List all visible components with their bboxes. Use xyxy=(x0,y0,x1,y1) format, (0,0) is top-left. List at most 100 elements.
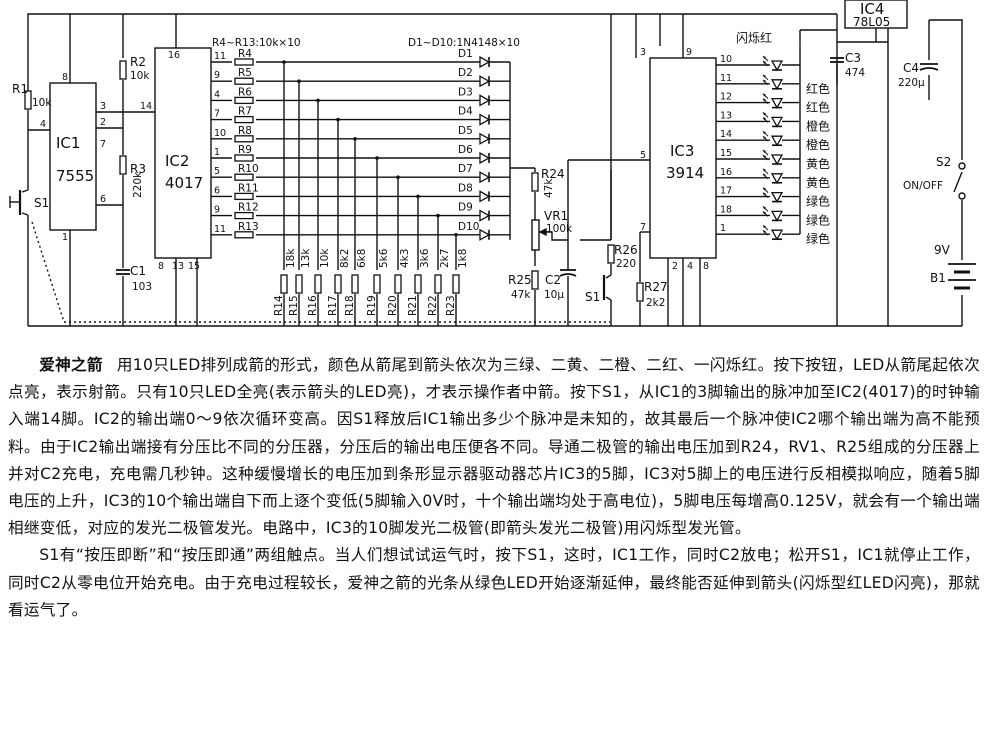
ic2-pin-label: 8 xyxy=(158,261,164,272)
label-r10: R10 xyxy=(238,163,259,175)
label-flash-red: 闪烁红 xyxy=(736,30,772,45)
label-r11: R11 xyxy=(238,182,259,194)
label-s2-state: ON/OFF xyxy=(903,180,943,192)
label-r14: R14 xyxy=(273,295,285,316)
diode-d4 xyxy=(479,113,490,126)
resistor-r17 xyxy=(334,274,342,294)
led xyxy=(762,74,783,90)
led-color-label: 橙色 xyxy=(806,137,830,152)
diode-d7 xyxy=(479,171,490,183)
resistor-r21 xyxy=(414,274,422,294)
label-r24: R24 xyxy=(541,167,565,181)
led-color-label: 绿色 xyxy=(806,212,830,227)
resistor-r22 xyxy=(434,274,442,294)
ic2-pin-label: 6 xyxy=(214,185,220,196)
ic3-pin-label: 9 xyxy=(686,47,692,58)
resistor-r20 xyxy=(394,274,402,294)
label-r27-value: 2k2 xyxy=(646,297,665,309)
led xyxy=(762,224,783,240)
led xyxy=(762,130,783,146)
label-r1: R1 xyxy=(12,82,28,96)
label-r3-value: 220k xyxy=(132,171,144,198)
resistor-r16 xyxy=(314,274,322,294)
label-r26: R26 xyxy=(614,243,638,257)
label-r20-value: 4k3 xyxy=(399,249,411,268)
led-color-label: 绿色 xyxy=(806,194,830,209)
label-d2: D2 xyxy=(458,67,473,79)
label-c3: C3 xyxy=(845,51,861,65)
ic1-pin-label: 4 xyxy=(40,119,46,130)
label-r19: R19 xyxy=(366,295,378,316)
description-text-1: 用10只LED排列成箭的形式，颜色从箭尾到箭头依次为三绿、二黄、二橙、二红、一闪… xyxy=(8,356,980,538)
power-section xyxy=(829,0,976,290)
resistor-r14 xyxy=(280,274,288,294)
description-title: 爱神之箭 xyxy=(39,356,103,374)
ic2-pin-label: 9 xyxy=(214,205,220,216)
label-ic1-part: 7555 xyxy=(56,167,94,185)
led-color-label: 黄色 xyxy=(806,157,830,171)
diode-d5 xyxy=(479,133,490,145)
ic3-pin-label: 15 xyxy=(720,148,732,159)
label-r19-value: 5k6 xyxy=(378,248,390,268)
ic2-pin-label: 14 xyxy=(140,101,152,112)
label-vr1: VR1 xyxy=(544,209,568,223)
diode-d3 xyxy=(479,94,490,107)
ic2-section xyxy=(154,47,212,259)
label-r4-r13-spec: R4~R13:10k×10 xyxy=(212,37,301,49)
diode-d8 xyxy=(479,190,490,203)
label-c1-value: 103 xyxy=(132,281,152,293)
label-s1-contact: S1 xyxy=(585,290,600,304)
led xyxy=(762,111,783,128)
label-c2-value: 10μ xyxy=(544,289,564,301)
label-r24-value: 47k xyxy=(543,178,555,198)
power-rails xyxy=(27,13,963,327)
label-r20: R20 xyxy=(387,295,399,316)
ic3-pin-label: 1 xyxy=(720,223,726,234)
label-r8: R8 xyxy=(238,125,252,137)
label-r18-value: 6k8 xyxy=(356,249,368,268)
ic2-pin-label: 16 xyxy=(168,50,180,61)
ic1-section xyxy=(9,60,610,323)
label-r25-value: 47k xyxy=(511,289,531,301)
led xyxy=(762,92,783,109)
ic1-pin-label: 6 xyxy=(100,194,106,205)
label-ic4-part: 78L05 xyxy=(853,15,890,29)
junction-dot xyxy=(336,117,340,122)
label-c4: C4 xyxy=(903,61,919,75)
ic1-pin-label: 7 xyxy=(100,139,106,150)
label-c1: C1 xyxy=(130,264,146,278)
resistor-r15 xyxy=(295,274,303,294)
ic2-pin-label: 5 xyxy=(214,166,220,177)
label-b1-value: 9V xyxy=(934,243,951,257)
ic2-pin-label: 10 xyxy=(214,128,226,139)
label-r1-value: 10k xyxy=(32,97,52,109)
label-r22-value: 2k7 xyxy=(439,249,451,268)
label-c4-value: 220μ xyxy=(898,77,925,89)
label-d4: D4 xyxy=(458,106,473,118)
led-color-label: 黄色 xyxy=(806,176,830,190)
label-vr1-value: 100k xyxy=(546,223,573,235)
label-ic3: IC3 xyxy=(670,142,694,160)
label-r12: R12 xyxy=(238,202,259,214)
label-d5: D5 xyxy=(458,125,473,137)
label-d10: D10 xyxy=(458,221,479,233)
label-r21: R21 xyxy=(407,295,419,316)
label-r16-value: 10k xyxy=(319,248,331,268)
ic3-pin-label: 12 xyxy=(720,92,732,103)
led-color-label: 绿色 xyxy=(806,231,830,246)
ic2-pin-label: 11 xyxy=(214,224,226,235)
ic2-pin-label: 9 xyxy=(214,70,220,81)
ic2-pin-label: 4 xyxy=(214,89,220,100)
charge-network xyxy=(509,62,650,326)
ic3-pin-label: 7 xyxy=(640,222,646,233)
label-r15-value: 13k xyxy=(300,248,312,268)
resistor-r19 xyxy=(373,274,381,294)
led xyxy=(762,205,783,222)
diode-d9 xyxy=(479,209,490,222)
label-r26-value: 220 xyxy=(616,258,636,270)
label-r3: R3 xyxy=(130,162,146,176)
label-d3: D3 xyxy=(458,86,473,98)
